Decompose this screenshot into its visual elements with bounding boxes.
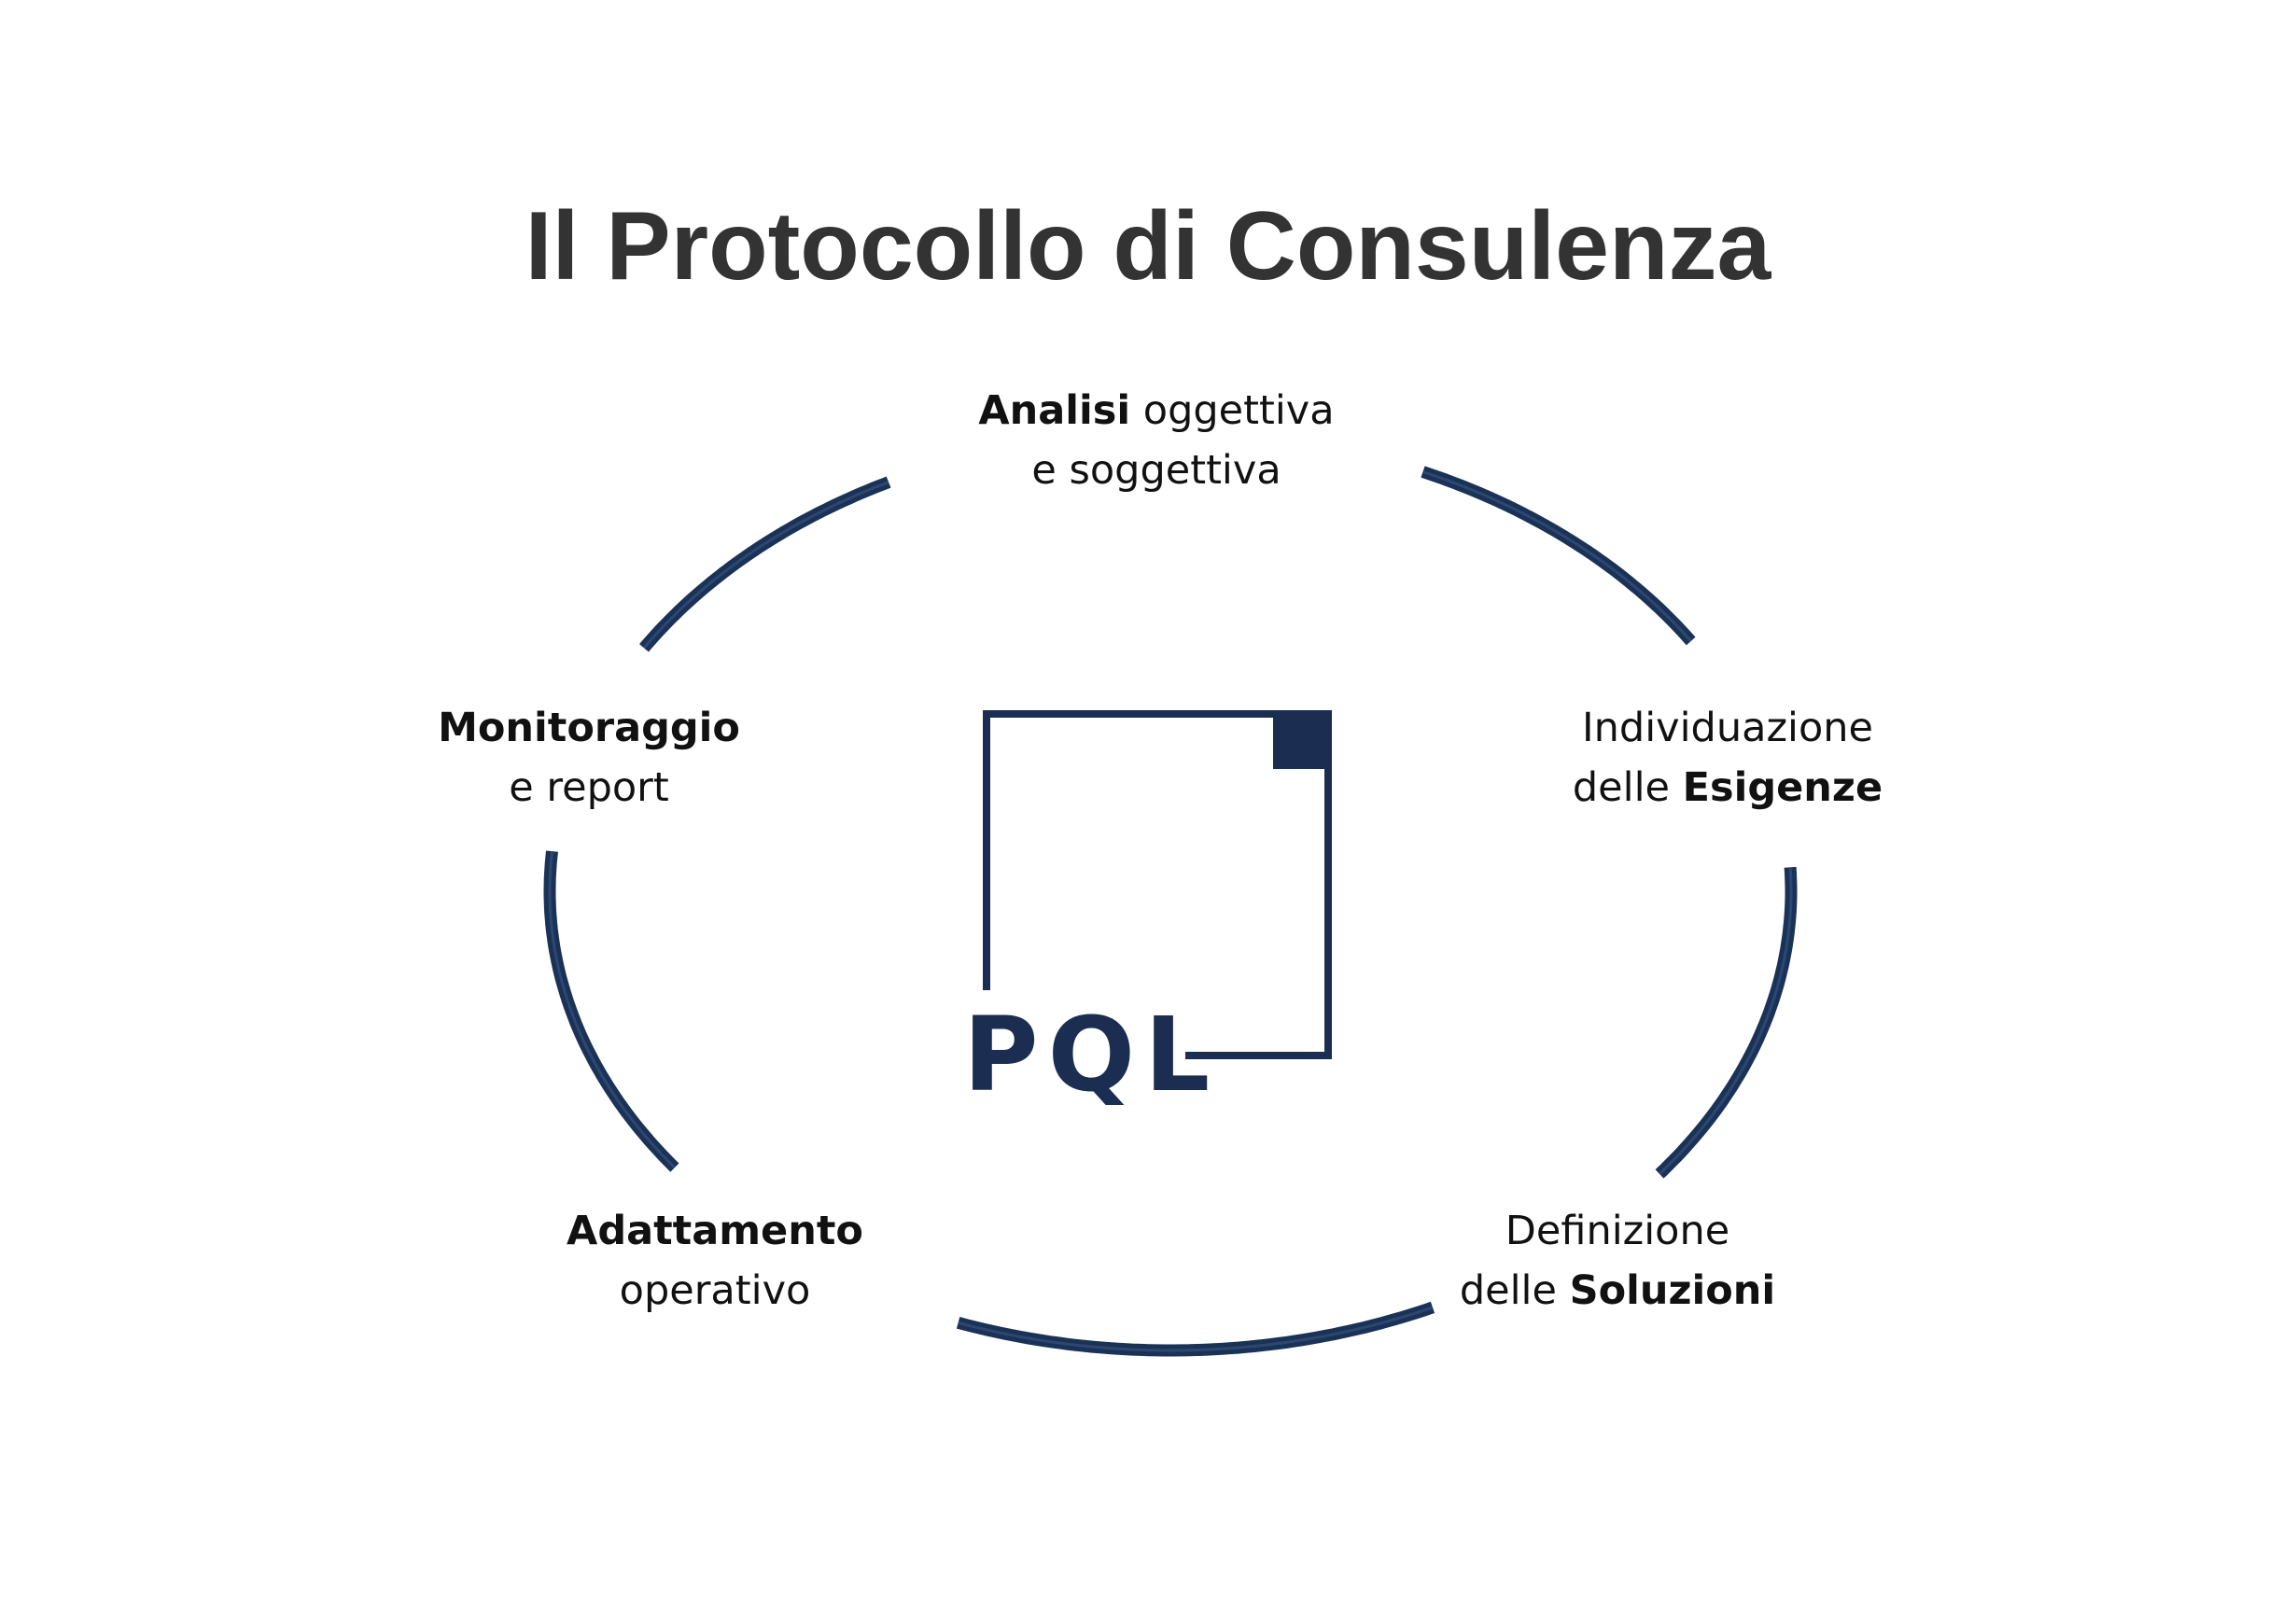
step-text: Definizione	[1505, 1208, 1730, 1254]
step-line-1: Monitoraggio	[309, 698, 869, 758]
step-text: delle	[1459, 1267, 1570, 1314]
step-line-2: delle Soluzioni	[1337, 1261, 1897, 1321]
step-line-1: Definizione	[1337, 1201, 1897, 1261]
pql-logo	[983, 710, 1332, 1059]
step-monitoraggio: Monitoraggio e report	[309, 698, 869, 818]
step-line-1: Adattamento	[435, 1201, 995, 1261]
ring-arc-highlight	[1658, 867, 1793, 1175]
logo-corner-square-icon	[1273, 714, 1328, 769]
step-text: e soggettiva	[1031, 447, 1281, 494]
cycle-ring	[543, 466, 1798, 1357]
step-keyword: Adattamento	[567, 1208, 863, 1254]
step-line-1: Individuazione	[1448, 698, 2008, 758]
step-keyword: Analisi	[978, 387, 1131, 434]
step-text: operativo	[619, 1267, 811, 1314]
step-keyword: Esigenze	[1682, 764, 1883, 811]
page-title: Il Protocollo di Consulenza	[525, 192, 1771, 301]
step-adattamento: Adattamento operativo	[435, 1201, 995, 1321]
step-line-2: e report	[309, 758, 869, 818]
step-soluzioni: Definizione delle Soluzioni	[1337, 1201, 1897, 1321]
step-keyword: Monitoraggio	[438, 705, 740, 751]
ring-arc	[1421, 466, 1696, 646]
step-text: delle	[1572, 764, 1683, 811]
ring-arc-highlight	[642, 481, 889, 650]
ring-arc	[543, 850, 679, 1172]
step-esigenze: Individuazione delle Esigenze	[1448, 698, 2008, 818]
ring-arc-highlight	[958, 1306, 1434, 1352]
ring-arc	[639, 476, 891, 652]
step-line-1: Analisi oggettiva	[876, 381, 1436, 440]
step-keyword: Soluzioni	[1569, 1267, 1776, 1314]
step-line-2: e soggettiva	[876, 440, 1436, 500]
step-text: Individuazione	[1581, 705, 1873, 751]
step-text: oggettiva	[1130, 387, 1335, 434]
ring-arc-highlight	[1422, 470, 1692, 643]
ring-arc-highlight	[548, 850, 676, 1169]
step-line-2: delle Esigenze	[1448, 758, 2008, 818]
logo-text: PQL	[963, 995, 1220, 1114]
ring-arc	[1655, 866, 1798, 1179]
step-analisi: Analisi oggettiva e soggettiva	[876, 381, 1436, 500]
step-line-2: operativo	[435, 1261, 995, 1321]
step-text: e report	[509, 764, 669, 811]
